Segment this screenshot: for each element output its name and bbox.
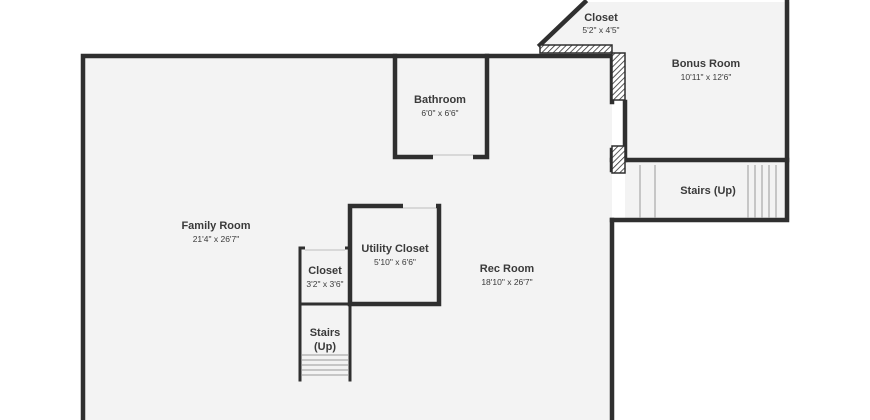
upper-right-floor-area <box>540 2 790 220</box>
stairs-left-label-line1: Stairs <box>310 327 341 339</box>
utility-closet-dims: 5'10" x 6'6" <box>374 257 416 267</box>
small-closet-walls <box>298 245 352 382</box>
family-room-dims: 21'4" x 26'7" <box>193 234 240 244</box>
bathroom-name: Bathroom <box>414 94 466 106</box>
stairs-left-drawing <box>302 302 352 382</box>
rec-room-name: Rec Room <box>480 263 535 275</box>
top-closet-dims: 5'2" x 4'5" <box>582 25 619 35</box>
bathroom-walls <box>392 53 490 160</box>
main-floor-area <box>83 56 612 420</box>
hatched-walls <box>539 44 626 174</box>
top-closet-name: Closet <box>584 12 618 24</box>
bonus-hatched-wall-upper <box>611 52 626 101</box>
bonus-hatched-wall-lower <box>611 145 626 174</box>
stairs-outer-wall <box>609 0 790 223</box>
closet-angled-wall <box>536 0 589 49</box>
family-room-name: Family Room <box>181 220 250 232</box>
closet-hatched-wall <box>539 44 613 54</box>
bonus-room-dims: 10'11" x 12'6" <box>681 72 732 82</box>
floor-fills <box>83 2 790 420</box>
bonus-room-name: Bonus Room <box>672 58 741 70</box>
small-closet-dims: 3'2" x 3'6" <box>306 279 343 289</box>
bathroom-dims: 6'0" x 6'6" <box>421 108 458 118</box>
rec-room-dims: 18'10" x 26'7" <box>481 277 532 287</box>
room-labels: Family Room 21'4" x 26'7" Bathroom 6'0" … <box>181 12 740 353</box>
utility-closet-walls <box>347 203 442 307</box>
utility-closet-name: Utility Closet <box>361 243 429 255</box>
stairs-right-drawing <box>639 165 777 218</box>
stairs-right-label: Stairs (Up) <box>680 185 736 197</box>
stairs-left-label-line2: (Up) <box>314 341 336 353</box>
small-closet-name: Closet <box>308 265 342 277</box>
